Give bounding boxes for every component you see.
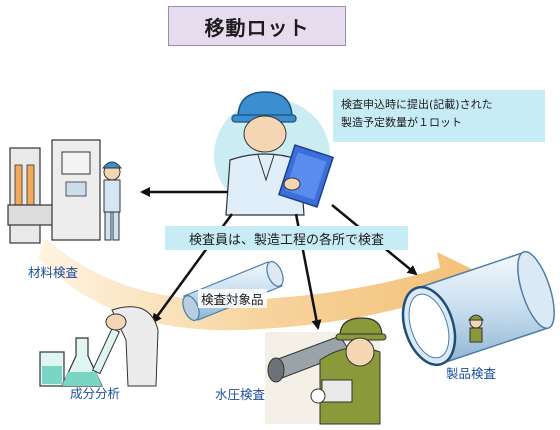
composition-analysis-label: 成分分析 — [70, 386, 121, 401]
process-flow-arrow — [38, 238, 490, 331]
water-pressure-inspection-label: 水圧検査 — [215, 387, 266, 402]
note-line-2: 製造予定数量が１ロット — [341, 116, 462, 129]
product-inspection-label: 製品検査 — [446, 366, 497, 381]
note-line-1: 検査申込時に提出(記載)された — [341, 98, 493, 111]
flask-icon — [39, 306, 159, 387]
page-title: 移動ロット — [168, 6, 346, 46]
material-testing-machine-icon — [7, 139, 123, 244]
water-pressure-worker-icon — [265, 317, 387, 425]
inspector-banner: 検査員は、製造工程の各所で検査 — [165, 226, 408, 250]
lot-definition-note: 検査申込時に提出(記載)された 製造予定数量が１ロット — [333, 90, 545, 142]
large-pipe-icon — [401, 250, 555, 367]
inspection-target-label: 検査対象品 — [198, 289, 267, 308]
inspector-icon — [214, 91, 335, 216]
material-inspection-label: 材料検査 — [28, 265, 79, 280]
